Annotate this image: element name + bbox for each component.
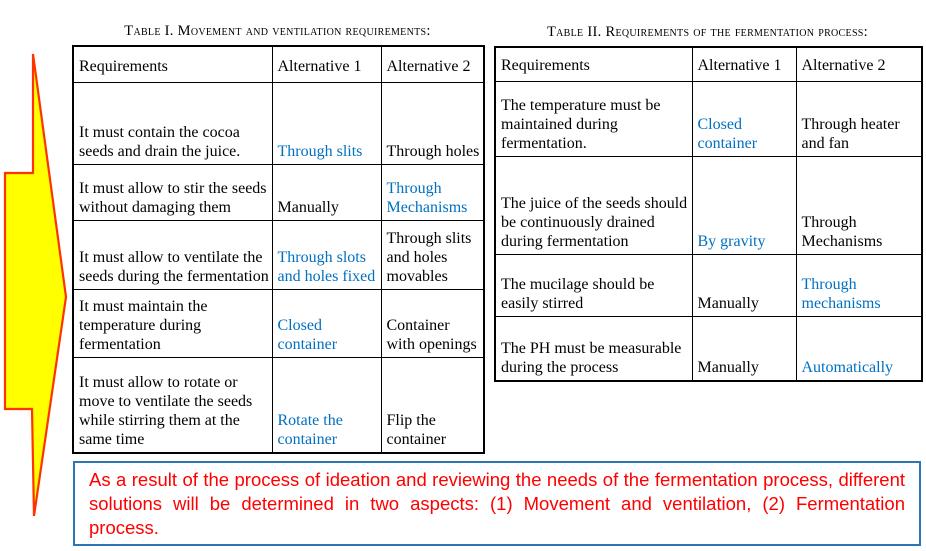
alternative1-cell: Rotate the container [271, 356, 382, 454]
alternative2-cell: Through mechanisms [795, 253, 923, 317]
alternative1-cell: Closed container [271, 288, 382, 358]
requirement-cell: It must contain the cocoa seeds and drai… [72, 81, 273, 165]
table-row: It must contain the cocoa seeds and drai… [72, 81, 485, 165]
alternative2-cell: Through Mechanisms [795, 155, 923, 255]
requirement-cell: The mucilage should be easily stirred [494, 253, 693, 317]
alternative1-cell: Through slots and holes fixed [271, 219, 382, 290]
table1-movement-ventilation: Requirements Alternative 1 Alternative 2… [72, 45, 485, 454]
alternative2-cell: Through slits and holes movables [380, 219, 485, 290]
table2-header-row: Requirements Alternative 1 Alternative 2 [494, 46, 923, 82]
arrow-polygon [3, 53, 68, 517]
alternative2-cell: Through Mechanisms [380, 163, 485, 221]
table-row: It must allow to stir the seeds without … [72, 163, 485, 221]
table1-header-row: Requirements Alternative 1 Alternative 2 [72, 45, 485, 83]
table2-header-requirements: Requirements [494, 46, 693, 82]
table-row: The PH must be measurable during the pro… [494, 315, 923, 382]
alternative2-cell: Automatically [795, 315, 923, 382]
table2-header-alternative1: Alternative 1 [691, 46, 797, 82]
requirement-cell: It must allow to ventilate the seeds dur… [72, 219, 273, 290]
table1-header-requirements: Requirements [72, 45, 273, 83]
table1-header-alternative2: Alternative 2 [380, 45, 485, 83]
requirement-cell: The temperature must be maintained durin… [494, 80, 693, 157]
table-row: It must allow to rotate or move to venti… [72, 356, 485, 454]
table2-fermentation-process: Requirements Alternative 1 Alternative 2… [494, 46, 923, 382]
table-row: It must allow to ventilate the seeds dur… [72, 219, 485, 290]
yellow-jagged-arrow-shape [3, 53, 68, 517]
alternative1-cell: By gravity [691, 155, 797, 255]
table-row: The temperature must be maintained durin… [494, 80, 923, 157]
table-row: It must maintain the temperature during … [72, 288, 485, 358]
table-row: The mucilage should be easily stirred Ma… [494, 253, 923, 317]
table2-title: Table II. Requirements of the fermentati… [547, 24, 868, 40]
table1-header-alternative1: Alternative 1 [271, 45, 382, 83]
alternative2-cell: Through holes [380, 81, 485, 165]
requirement-cell: It must allow to stir the seeds without … [72, 163, 273, 221]
requirement-cell: It must allow to rotate or move to venti… [72, 356, 273, 454]
alternative2-cell: Container with openings [380, 288, 485, 358]
requirement-cell: The juice of the seeds should be continu… [494, 155, 693, 255]
alternative1-cell: Manually [691, 315, 797, 382]
result-note-text: As a result of the process of ideation a… [89, 469, 905, 538]
table1-title: Table I. Movement and ventilation requir… [124, 23, 431, 39]
alternative2-cell: Flip the container [380, 356, 485, 454]
alternative1-cell: Manually [271, 163, 382, 221]
table2-header-alternative2: Alternative 2 [795, 46, 923, 82]
table-row: The juice of the seeds should be continu… [494, 155, 923, 255]
alternative1-cell: Manually [691, 253, 797, 317]
alternative1-cell: Through slits [271, 81, 382, 165]
requirement-cell: The PH must be measurable during the pro… [494, 315, 693, 382]
result-note-box: As a result of the process of ideation a… [73, 461, 921, 546]
alternative2-cell: Through heater and fan [795, 80, 923, 157]
alternative1-cell: Closed container [691, 80, 797, 157]
requirement-cell: It must maintain the temperature during … [72, 288, 273, 358]
